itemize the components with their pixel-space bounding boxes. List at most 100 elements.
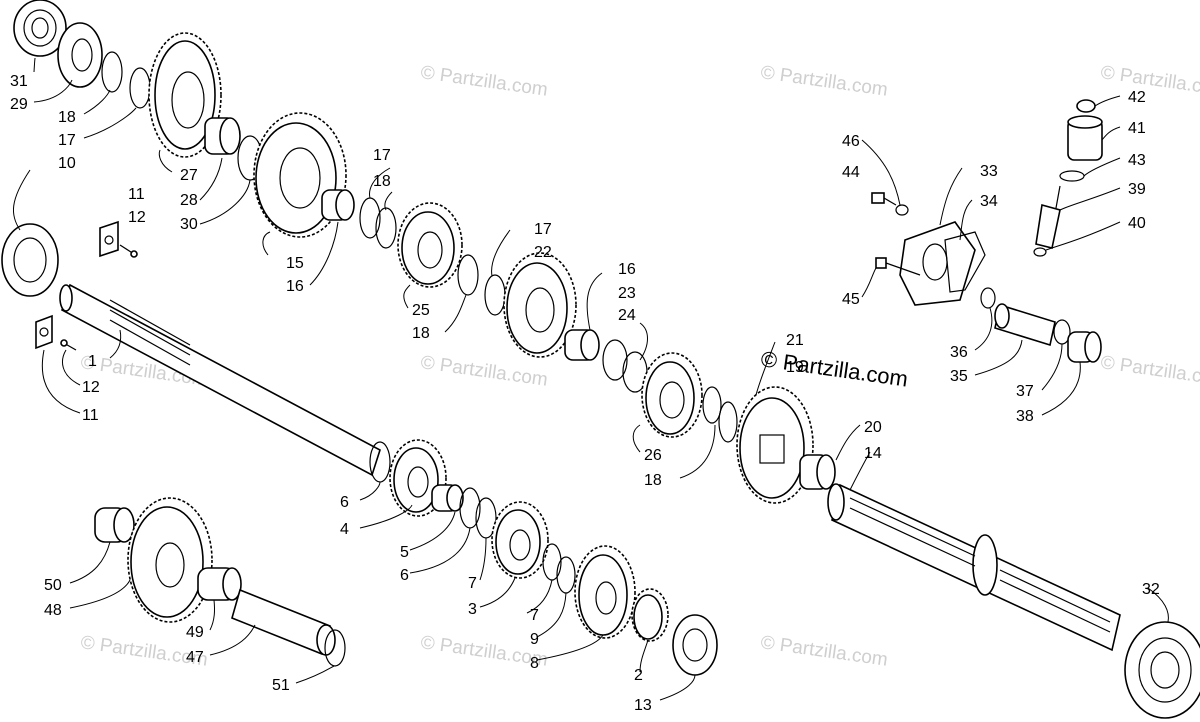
screw-12 [119,244,138,258]
watermark-text: © Partzilla.com [1099,62,1200,101]
callout-6: 6 [340,494,349,511]
washer-46 [895,204,909,216]
callout-44: 44 [842,164,860,181]
callout-34: 34 [980,193,998,210]
callout-10: 10 [58,155,76,172]
callout-49: 49 [186,624,204,641]
leader-lines [12,57,1169,701]
gear-2 [631,588,669,642]
screw-12b [60,339,77,351]
callout-29: 29 [10,96,28,113]
callout-17: 17 [534,221,552,238]
upper-assembly [13,0,1200,719]
bearing-32 [1124,621,1200,719]
snap-ring-18d [702,386,722,424]
callout-20: 20 [864,419,882,436]
ring-24 [602,339,628,381]
callout-17: 17 [58,132,76,149]
plate-11 [99,220,119,258]
washer-51 [324,629,346,667]
callout-25: 25 [412,302,430,319]
snap-ring-18c [457,254,479,296]
seal-38 [1067,331,1102,363]
o-ring-36 [980,287,996,309]
callout-18: 18 [644,472,662,489]
callout-11: 11 [128,186,145,203]
callout-17: 17 [373,147,391,164]
center-watermark-text: © Partzilla.com [759,346,909,391]
bearing-10 [1,223,59,297]
callout-18: 18 [373,173,391,190]
gear-48 [127,497,213,623]
gear-8 [574,545,636,639]
callout-12: 12 [128,209,146,226]
gear-25 [397,202,463,288]
callout-37: 37 [1016,383,1034,400]
callout-51: 51 [272,677,290,694]
callout-27: 27 [180,167,198,184]
gasket-34 [944,231,986,293]
washer-40 [1033,247,1047,257]
callout-35: 35 [950,368,968,385]
callout-9: 9 [530,631,539,648]
watermark-text: © Partzilla.com [759,62,889,101]
callout-19: 19 [786,359,804,376]
callout-42: 42 [1128,89,1146,106]
bushing-5 [431,484,464,512]
callout-32: 32 [1142,581,1160,598]
watermark-text: © Partzilla.com [1099,352,1200,391]
callout-24: 24 [618,307,636,324]
callout-48: 48 [44,602,62,619]
callout-8: 8 [530,655,539,672]
callout-40: 40 [1128,215,1146,232]
callout-21: 21 [786,332,804,349]
gear-3 [491,501,549,579]
o-ring-43 [1059,170,1085,182]
housing-33 [899,221,976,306]
driven-gear-39 [1035,185,1061,249]
callout-30: 30 [180,216,198,233]
gear-26 [641,352,703,438]
callout-2: 2 [634,667,643,684]
callout-39: 39 [1128,181,1146,198]
bushing-20 [799,454,836,490]
callout-6: 6 [400,567,409,584]
callout-47: 47 [186,649,204,666]
bolt-45 [875,257,921,276]
washer-17c [484,274,506,316]
washer-9 [556,556,576,594]
gear-21 [736,386,814,504]
callout-11: 11 [82,407,99,424]
bushing-50 [94,507,135,543]
snap-ring-18 [101,51,123,93]
watermark-text: © Partzilla.com [419,352,549,391]
callout-3: 3 [468,601,477,618]
callout-16: 16 [286,278,304,295]
washer-17 [129,67,151,109]
callout-18: 18 [412,325,430,342]
sleeve-41 [1067,115,1103,161]
callout-36: 36 [950,344,968,361]
callout-15: 15 [286,255,304,272]
gear-22 [503,252,577,358]
bushing-28 [204,117,241,155]
callout-16: 16 [618,261,636,278]
callout-33: 33 [980,163,998,180]
callout-12: 12 [82,379,100,396]
bearing-13 [672,614,718,676]
bushing-49 [197,567,242,601]
callout-26: 26 [644,447,662,464]
callout-4: 4 [340,521,349,538]
watermark-text: © Partzilla.com [759,632,889,671]
callout-45: 45 [842,291,860,308]
washer-19 [718,401,738,443]
callout-14: 14 [864,445,882,462]
callout-41: 41 [1128,120,1146,137]
idler-assembly [94,497,346,667]
callout-22: 22 [534,244,552,261]
bolt-44 [871,192,897,206]
callout-1: 1 [88,353,97,370]
callout-18: 18 [58,109,76,126]
cap-42 [1076,99,1096,113]
callout-7: 7 [530,607,539,624]
